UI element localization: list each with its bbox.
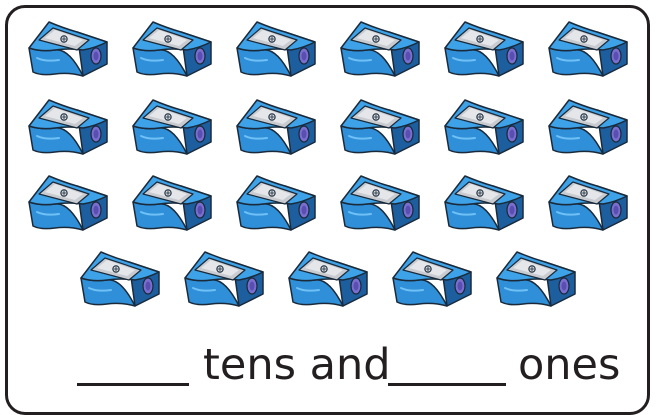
sharpener-picture-area [28,21,628,307]
pencil-sharpener-icon [28,99,108,155]
pencil-sharpener-icon [132,21,212,77]
tens-and-label: tens and [203,340,391,390]
pencil-sharpener-icon [340,175,420,231]
pencil-sharpener-icon [28,175,108,231]
pencil-sharpener-icon [236,21,316,77]
pencil-sharpener-icon [236,175,316,231]
pencil-sharpener-icon [132,175,212,231]
pencil-sharpener-icon [392,251,472,307]
pencil-sharpener-icon [340,21,420,77]
pencil-sharpener-icon [444,175,524,231]
pencil-sharpener-icon [340,99,420,155]
pencil-sharpener-icon [444,21,524,77]
ones-label: ones [518,340,621,390]
pencil-sharpener-icon [28,21,108,77]
pencil-sharpener-icon [132,99,212,155]
tens-answer-blank[interactable] [77,383,189,386]
pencil-sharpener-icon [444,99,524,155]
pencil-sharpener-icon [184,251,264,307]
sharpeners-group [28,21,628,307]
pencil-sharpener-icon [548,99,628,155]
worksheet-frame [5,5,650,415]
pencil-sharpener-icon [236,99,316,155]
pencil-sharpener-icon [548,21,628,77]
pencil-sharpener-icon [496,251,576,307]
answer-line: tens and ones [0,330,661,396]
pencil-sharpener-icon [288,251,368,307]
pencil-sharpener-icon [80,251,160,307]
ones-answer-blank[interactable] [388,383,506,386]
pencil-sharpener-icon [548,175,628,231]
